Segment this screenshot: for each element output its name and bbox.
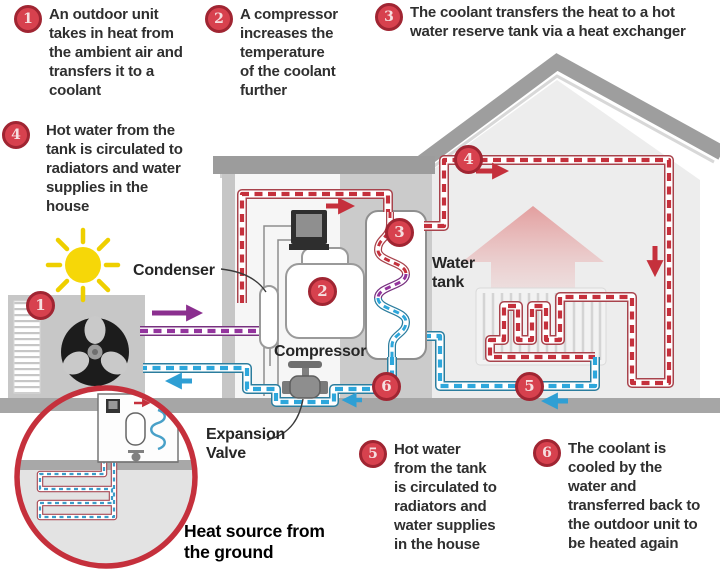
diagram-badge-5: 5 xyxy=(515,372,544,401)
condenser-unit xyxy=(259,285,279,349)
step-3: 3 The coolant transfers the heat to a ho… xyxy=(375,3,710,41)
expansion-valve-icon xyxy=(282,361,328,399)
ground-loop-pipe xyxy=(36,452,118,521)
step-1: 1 An outdoor unit takes in heat from the… xyxy=(14,5,189,100)
pipe-lineart xyxy=(263,225,367,396)
step-6-text: The coolant is cooled by the water and t… xyxy=(568,440,701,552)
step-6-badge: 6 xyxy=(533,439,561,467)
diagram-badge-3: 3 xyxy=(385,218,414,247)
control-panel xyxy=(289,210,329,250)
step-5-text: Hot water from the tank is circulated to… xyxy=(394,441,497,553)
step-2: 2 A compressor increases the temperature… xyxy=(205,5,355,100)
condenser-label: Condenser xyxy=(133,262,215,279)
leader-lines xyxy=(220,268,304,441)
ground-source-inset xyxy=(18,389,194,565)
magnifier-ring xyxy=(14,385,198,569)
compressor-label: Compressor xyxy=(274,343,367,360)
step-3-text: The coolant transfers the heat to a hot … xyxy=(410,4,686,40)
step-2-text: A compressor increases the temperature o… xyxy=(240,6,338,99)
water-tank-label: Water tank xyxy=(432,255,475,291)
heat-source-label: Heat source from the ground xyxy=(184,521,325,562)
step-4: 4 Hot water from the tank is circulated … xyxy=(2,121,196,216)
diagram-badge-2: 2 xyxy=(308,277,337,306)
step-5-badge: 5 xyxy=(359,440,387,468)
step-4-text: Hot water from the tank is circulated to… xyxy=(46,122,183,215)
step-6: 6 The coolant is cooled by the water and… xyxy=(533,439,718,553)
step-1-text: An outdoor unit takes in heat from the a… xyxy=(49,6,183,99)
step-2-badge: 2 xyxy=(205,5,233,33)
step-1-badge: 1 xyxy=(14,5,42,33)
pipes xyxy=(140,155,674,407)
step-4-badge: 4 xyxy=(2,121,30,149)
fan-icon xyxy=(61,316,129,386)
flow-arrows xyxy=(152,162,664,410)
step-5: 5 Hot water from the tank is circulated … xyxy=(359,440,504,554)
expansion-valve-label: Expansion Valve xyxy=(206,426,286,462)
step-3-badge: 3 xyxy=(375,3,403,31)
sun-icon xyxy=(45,227,121,303)
diagram-badge-1: 1 xyxy=(26,291,55,320)
diagram-badge-4: 4 xyxy=(454,145,483,174)
diagram-badge-6: 6 xyxy=(372,372,401,401)
ground-band xyxy=(0,398,720,413)
